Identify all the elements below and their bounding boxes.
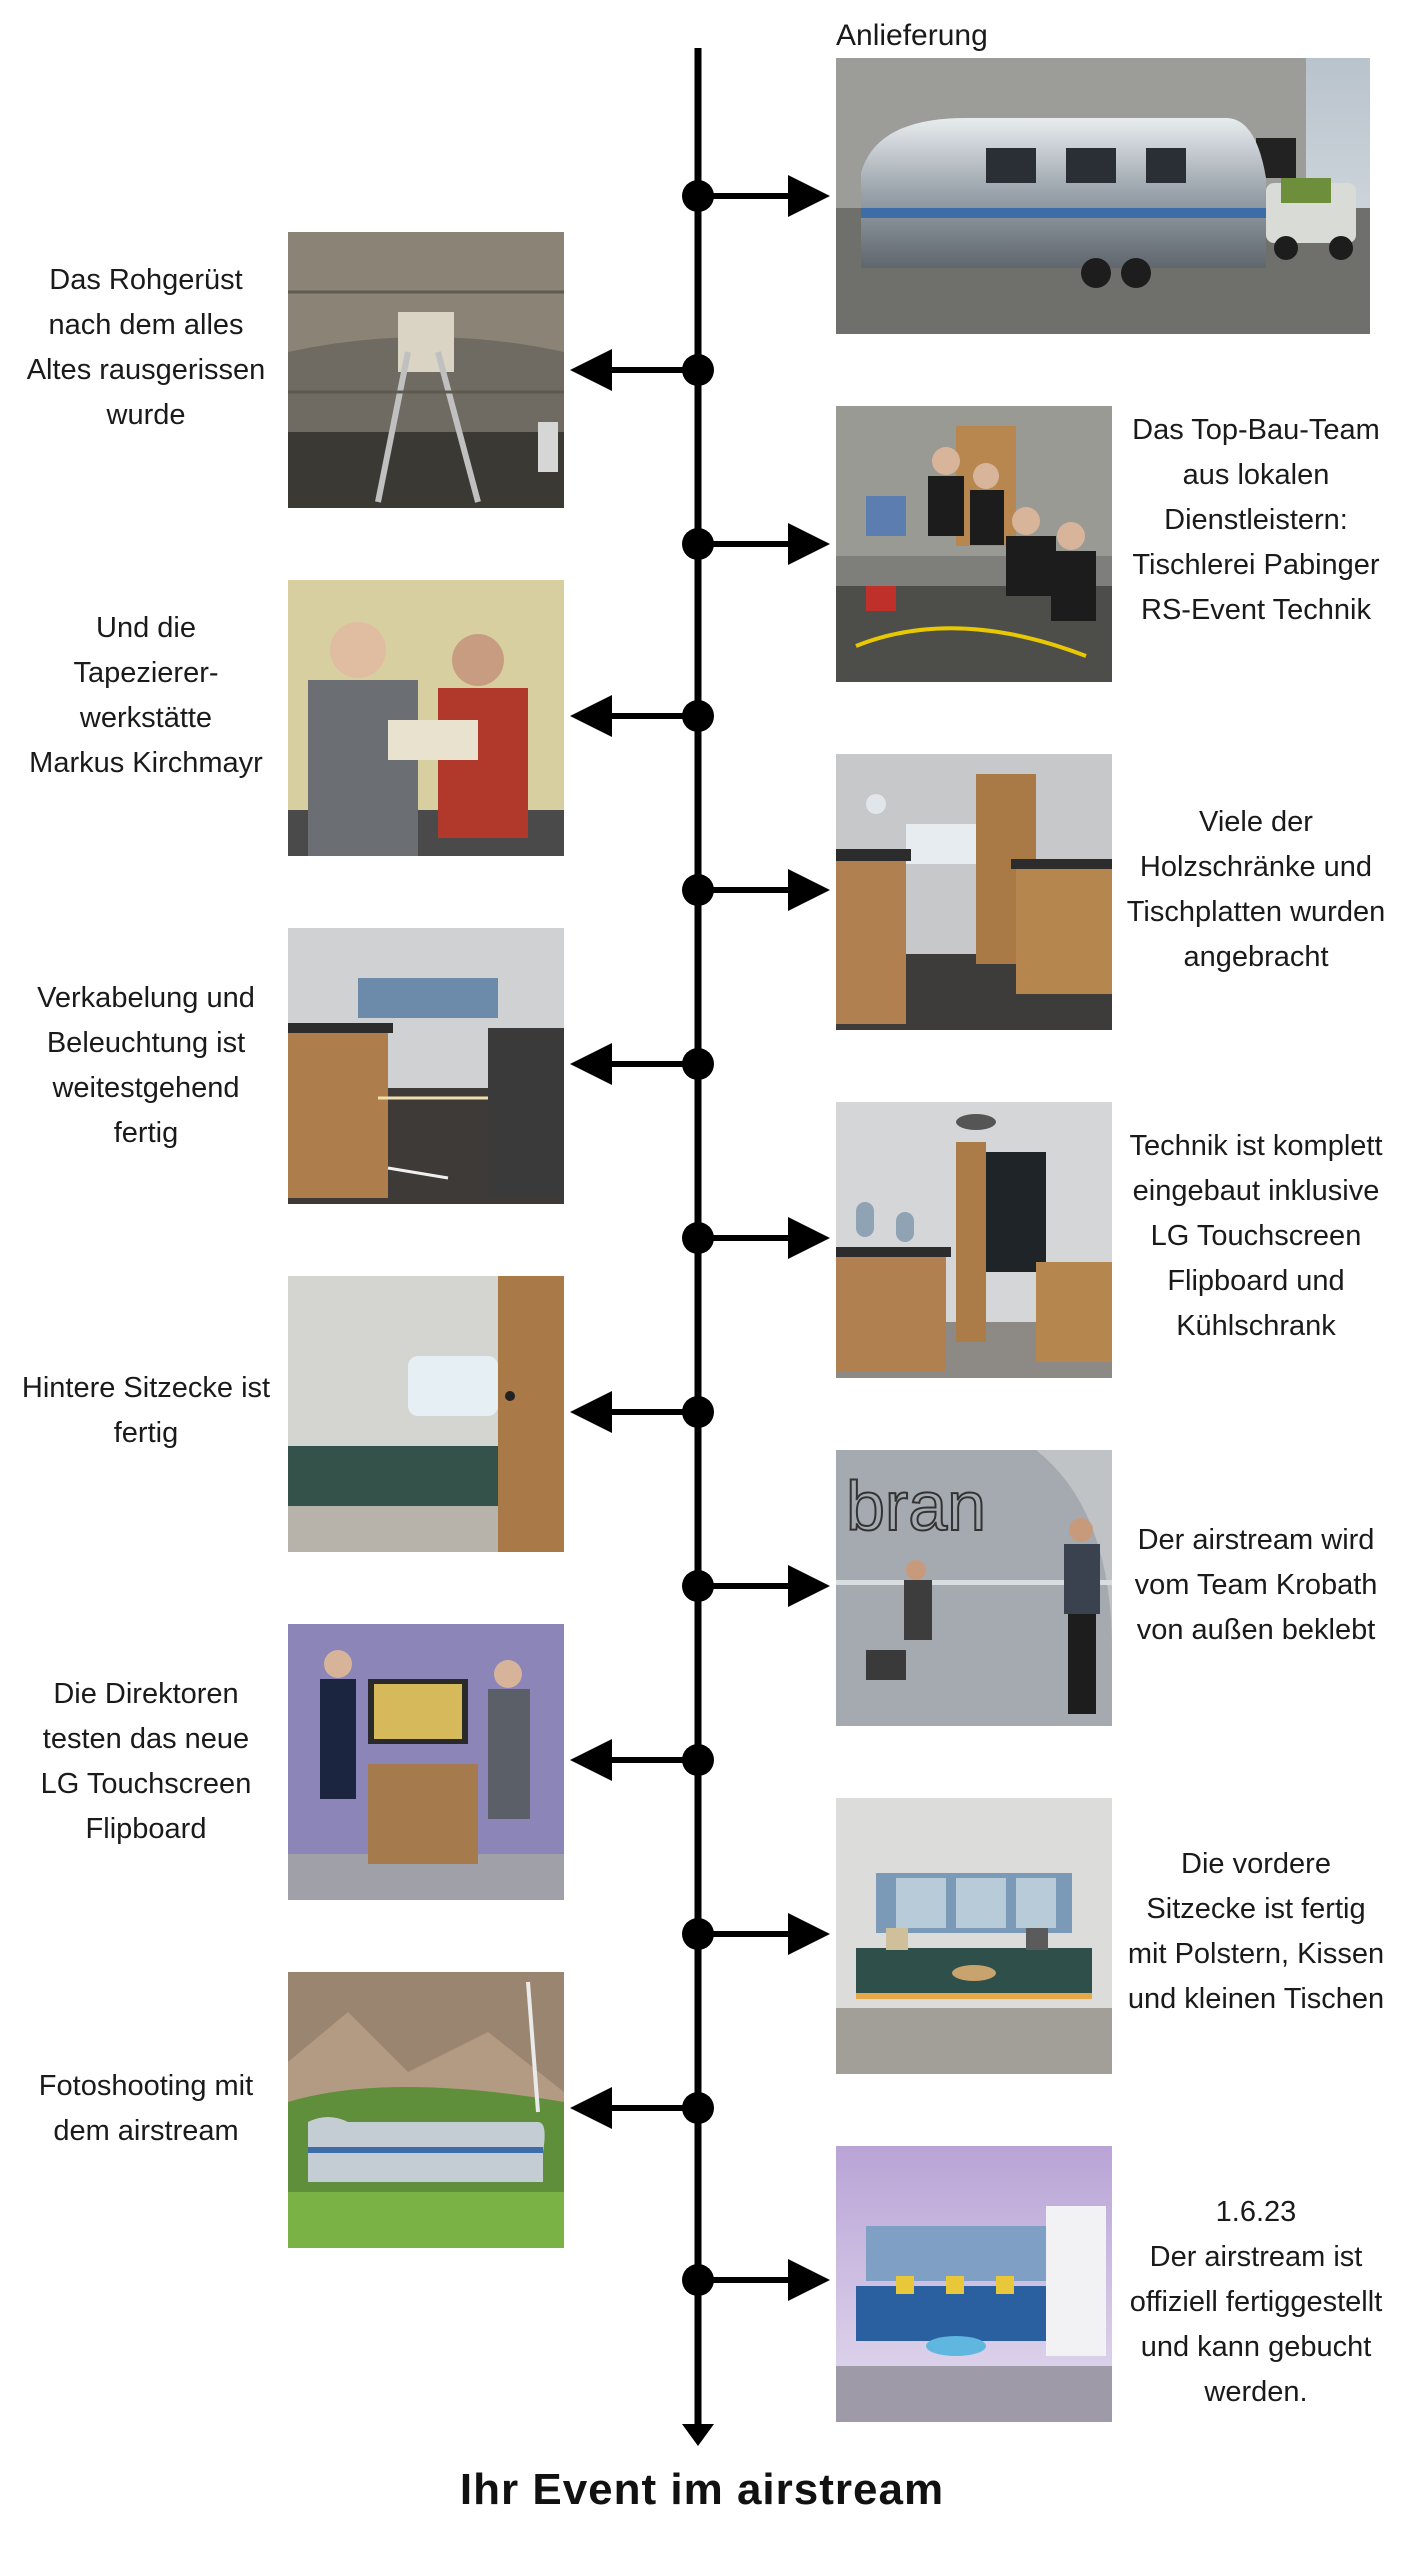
caption-exterior-wrapping: Der airstream wird vom Team Krobath von … — [1134, 1524, 1378, 1646]
timeline-right-2-arrow-icon — [788, 869, 830, 911]
caption-wooden-cabinets: Viele der Holzschränke und Tischplatten … — [1126, 806, 1386, 973]
caption-wiring-lighting-interior: Verkabelung und Beleuchtung ist weitestg… — [37, 982, 255, 1149]
timeline-left-2-arrow-icon — [570, 1043, 612, 1085]
timeline-right-5-arrow-icon — [788, 1913, 830, 1955]
timeline-left-2-node — [682, 1048, 714, 1080]
photo-build-team — [836, 406, 1112, 682]
photo-rear-seating-area — [288, 1276, 564, 1552]
photo-technology-installed — [836, 1102, 1112, 1378]
photo-airstream-shell-interior — [288, 232, 564, 508]
caption-directors-with-touchscreen: Die Direktoren testen das neue LG Touchs… — [40, 1678, 252, 1845]
timeline-left-0-arrow-icon — [570, 349, 612, 391]
timeline-end-arrow-icon — [682, 2424, 714, 2446]
timeline-right-5-node — [682, 1918, 714, 1950]
timeline-right-3-arrow-icon — [788, 1217, 830, 1259]
timeline-right-1-arrow-icon — [788, 523, 830, 565]
svg-text:bran: bran — [846, 1467, 986, 1545]
timeline-right-1-node — [682, 528, 714, 560]
photo-wooden-cabinets — [836, 754, 1112, 1030]
timeline-left-5-arrow-icon — [570, 2087, 612, 2129]
timeline-left-4-node — [682, 1744, 714, 1776]
photo-wiring-lighting-interior — [288, 928, 564, 1204]
caption-finished-interior: 1.6.23 Der airstream ist offiziell ferti… — [1129, 2196, 1383, 2408]
caption-build-team: Das Top-Bau-Team aus lokalen Dienstleist… — [1132, 414, 1380, 626]
timeline-left-5-node — [682, 2092, 714, 2124]
timeline-right-2-node — [682, 874, 714, 906]
photo-front-seating-area — [836, 1798, 1112, 2074]
photo-directors-with-touchscreen — [288, 1624, 564, 1900]
timeline-left-4-arrow-icon — [570, 1739, 612, 1781]
timeline-right-4-node — [682, 1570, 714, 1602]
timeline-left-3-node — [682, 1396, 714, 1428]
delivery-label: Anlieferung — [836, 19, 988, 52]
timeline-left-1-arrow-icon — [570, 695, 612, 737]
timeline-right-4-arrow-icon — [788, 1565, 830, 1607]
timeline-right-0-arrow-icon — [788, 175, 830, 217]
timeline-right-3-node — [682, 1222, 714, 1254]
caption-airstream-shell-interior: Das Rohgerüst nach dem alles Altes rausg… — [26, 264, 266, 431]
timeline-right-0-node — [682, 180, 714, 212]
footer-title: Ihr Event im airstream — [459, 2465, 945, 2514]
caption-airstream-photoshoot-outdoor: Fotoshooting mit dem airstream — [38, 2070, 254, 2147]
timeline-right-6-arrow-icon — [788, 2259, 830, 2301]
timeline-left-3-arrow-icon — [570, 1391, 612, 1433]
timeline-right-6-node — [682, 2264, 714, 2296]
caption-technology-installed: Technik ist komplett eingebaut inklusive… — [1129, 1130, 1383, 1342]
timeline-left-1-node — [682, 700, 714, 732]
photo-airstream-delivery — [836, 58, 1370, 334]
timeline-left-0-node — [682, 354, 714, 386]
photo-finished-interior — [836, 2146, 1112, 2422]
caption-front-seating-area: Die vordere Sitzecke ist fertig mit Pols… — [1127, 1848, 1385, 2015]
photo-exterior-wrapping: bran — [836, 1450, 1112, 1726]
caption-rear-seating-area: Hintere Sitzecke ist fertig — [21, 1372, 271, 1449]
photo-airstream-photoshoot-outdoor — [288, 1972, 564, 2248]
caption-upholsterers-workshop: Und die Tapezierer- werkstätte Markus Ki… — [29, 612, 263, 779]
photo-upholsterers-workshop — [288, 580, 564, 856]
